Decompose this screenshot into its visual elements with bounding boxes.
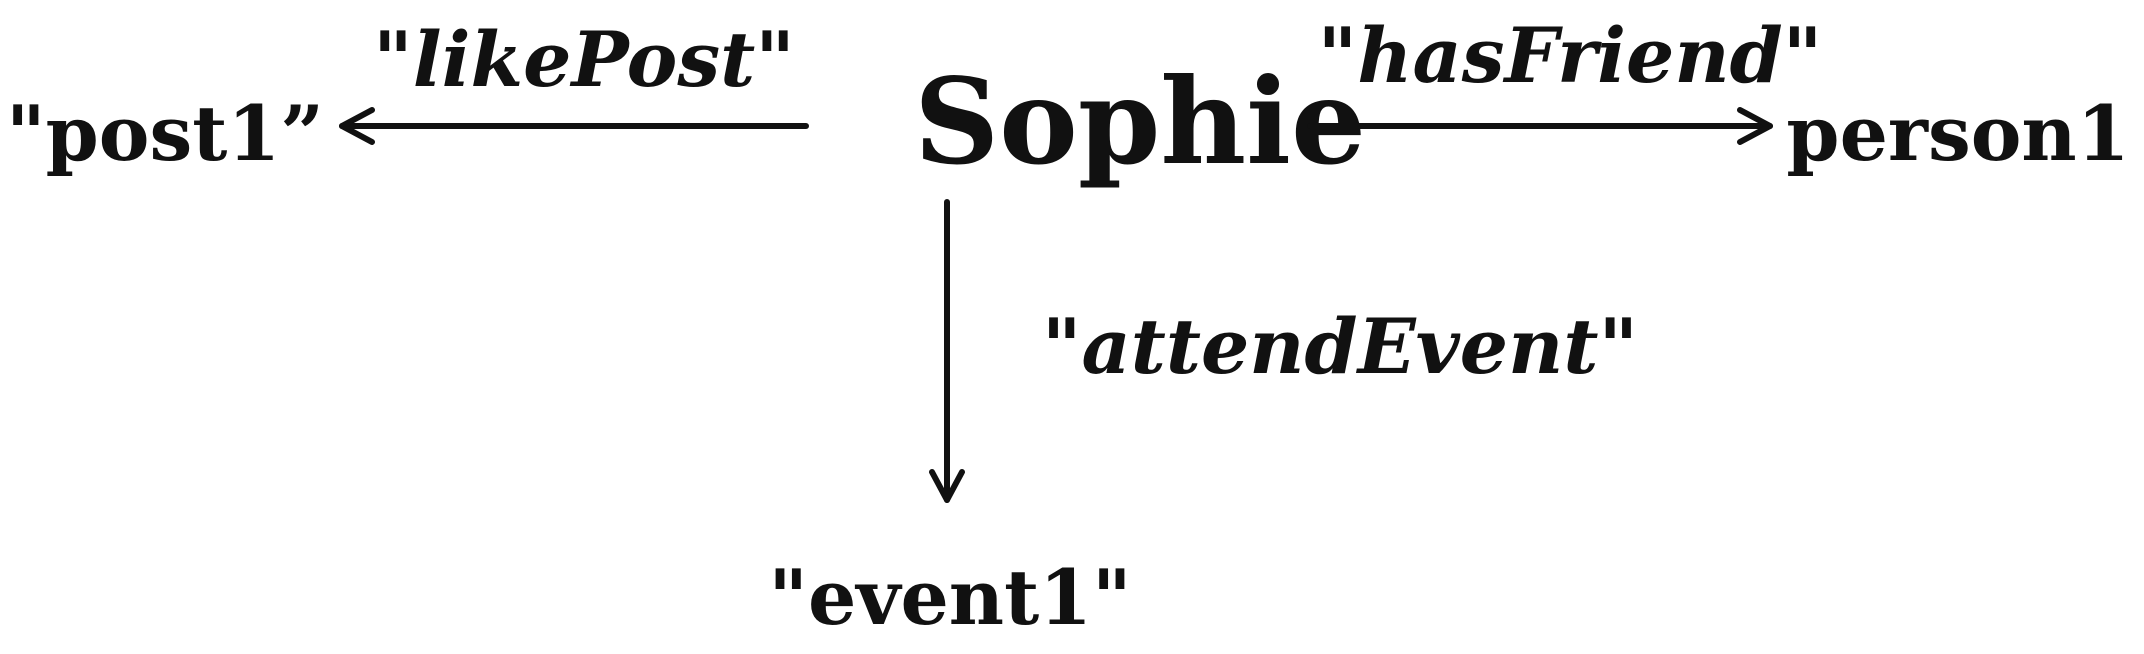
node-sophie: Sophie xyxy=(914,52,1366,191)
edge-label-likepost: "likePost" xyxy=(373,15,795,104)
edge-attendevent-arrowhead xyxy=(929,469,965,503)
node-person1: person1 xyxy=(1786,89,2129,178)
node-post1: "post1” xyxy=(6,89,324,178)
edge-likepost-arrowhead xyxy=(339,107,375,145)
edge-label-attendevent: "attendEvent" xyxy=(1042,302,1638,391)
edge-label-hasfriend: "hasFriend" xyxy=(1318,11,1823,100)
node-event1: "event1" xyxy=(768,553,1131,642)
edge-hasfriend-arrowhead xyxy=(1737,107,1773,145)
